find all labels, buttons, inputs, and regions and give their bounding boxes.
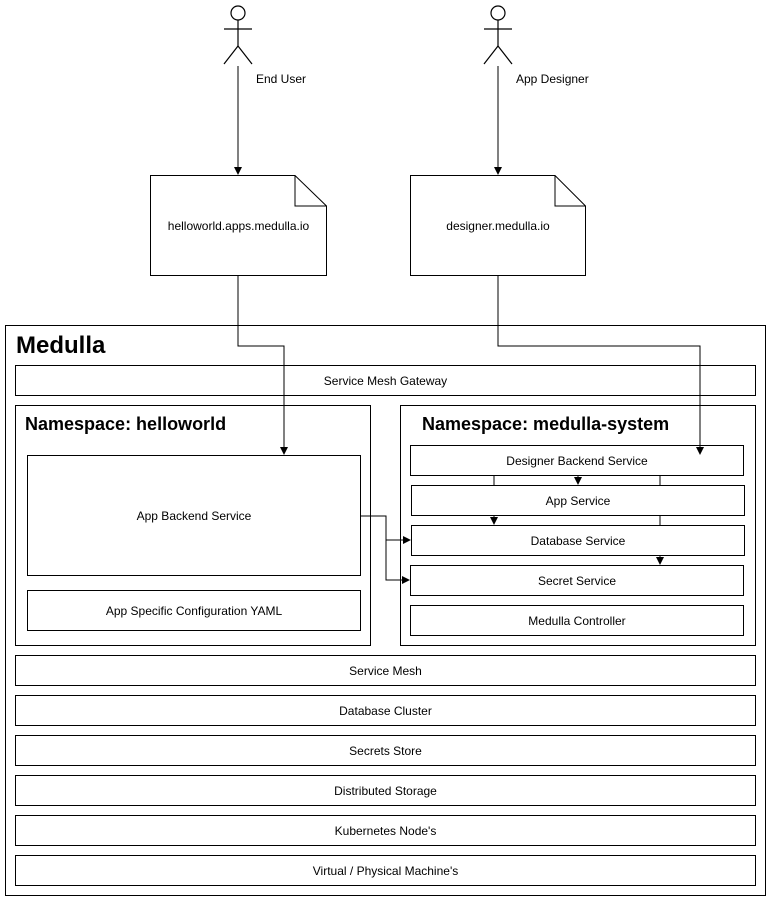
namespace-system-title: Namespace: medulla-system bbox=[422, 414, 670, 434]
app-service: App Service bbox=[411, 485, 745, 516]
layer-machines: Virtual / Physical Machine's bbox=[15, 855, 756, 886]
person-icon bbox=[223, 5, 253, 65]
layer-database-cluster: Database Cluster bbox=[15, 695, 756, 726]
document-icon bbox=[150, 175, 327, 276]
app-config-yaml: App Specific Configuration YAML bbox=[27, 590, 361, 631]
layer-distributed-storage: Distributed Storage bbox=[15, 775, 756, 806]
medulla-title: Medulla bbox=[16, 332, 106, 359]
layer-service-mesh: Service Mesh bbox=[15, 655, 756, 686]
helloworld-document: helloworld.apps.medulla.io bbox=[150, 175, 327, 276]
namespace-helloworld-title: Namespace: helloworld bbox=[25, 414, 227, 434]
end-user-actor bbox=[220, 4, 256, 66]
service-mesh-gateway: Service Mesh Gateway bbox=[15, 365, 756, 396]
designer-backend-service: Designer Backend Service bbox=[410, 445, 744, 476]
secret-service: Secret Service bbox=[410, 565, 744, 596]
app-designer-label: App Designer bbox=[516, 72, 589, 86]
designer-url: designer.medulla.io bbox=[446, 218, 550, 233]
medulla-controller: Medulla Controller bbox=[410, 605, 744, 636]
document-icon bbox=[410, 175, 586, 276]
end-user-label: End User bbox=[256, 72, 307, 86]
layer-secrets-store: Secrets Store bbox=[15, 735, 756, 766]
database-service: Database Service bbox=[411, 525, 745, 556]
layer-kubernetes-nodes: Kubernetes Node's bbox=[15, 815, 756, 846]
app-backend-service: App Backend Service bbox=[27, 455, 361, 576]
app-designer-actor bbox=[480, 4, 516, 66]
person-icon bbox=[483, 5, 513, 65]
helloworld-url: helloworld.apps.medulla.io bbox=[167, 218, 310, 233]
designer-document: designer.medulla.io bbox=[410, 175, 586, 276]
